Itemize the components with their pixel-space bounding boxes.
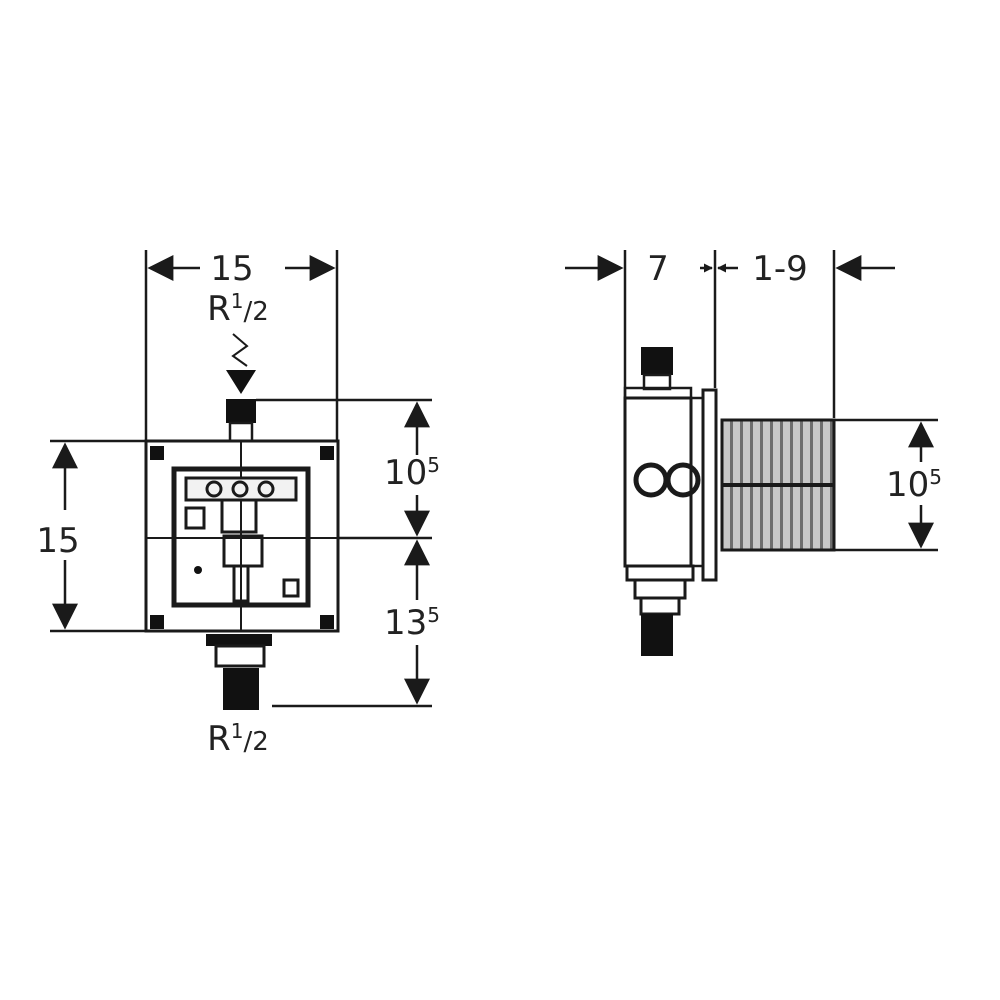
lower-dimension-sup: 5 (427, 603, 440, 627)
side-bottom-pipe (641, 614, 673, 656)
bottom-connector-flange (206, 634, 272, 646)
side-projection-label: 1-9 (752, 249, 808, 289)
side-depth-label: 7 (647, 249, 669, 289)
indicator-dot (194, 566, 202, 574)
front-width-label: 15 (210, 249, 253, 289)
corner-screw-tr (320, 446, 334, 460)
side-bracket-left (184, 506, 206, 530)
upper-dimension-base: 10 (384, 453, 427, 493)
bottom-connector-pipe (223, 668, 259, 710)
side-bottom-collar (625, 564, 695, 582)
bottom-connection-sup: 1 (231, 719, 244, 743)
corner-screw-br (320, 615, 334, 629)
valve-knob-2 (231, 480, 249, 498)
side-top-cap (641, 347, 673, 375)
front-view (50, 250, 432, 710)
top-connector-neck (228, 421, 254, 443)
side-bracket-right (282, 578, 300, 598)
top-connection-label: R1/2 (207, 289, 269, 329)
valve-spindle (232, 564, 250, 603)
upper-dimension-sup: 5 (427, 453, 440, 477)
valve-knob-3 (257, 480, 275, 498)
top-connection-prefix: R (207, 289, 231, 329)
side-bottom-ring (639, 596, 681, 616)
bottom-connection-prefix: R (207, 719, 231, 759)
valve-stem (220, 498, 258, 534)
corner-screw-tl (150, 446, 164, 460)
bottom-connection-suffix: /2 (244, 727, 269, 757)
upper-dimension-label: 105 (384, 453, 440, 493)
inner-frame (171, 466, 311, 608)
lower-dimension-base: 13 (384, 603, 427, 643)
bottom-connector-nut (214, 644, 266, 668)
side-height-sup: 5 (929, 465, 942, 489)
side-port-1 (633, 462, 669, 498)
side-view (565, 250, 938, 656)
top-connection-sup: 1 (231, 289, 244, 313)
valve-cylinder (222, 534, 264, 568)
side-port-2 (665, 462, 701, 498)
flow-arrow-head (226, 370, 256, 394)
valve-knob-1 (205, 480, 223, 498)
flow-indicator (231, 333, 249, 367)
lower-dimension-label: 135 (384, 603, 440, 643)
mounting-plate (701, 388, 718, 582)
side-height-label: 105 (886, 465, 942, 505)
top-connection-suffix: /2 (244, 297, 269, 327)
side-height-base: 10 (886, 465, 929, 505)
top-connector (226, 399, 256, 423)
side-bottom-nut (633, 578, 687, 600)
bottom-connection-label: R1/2 (207, 719, 269, 759)
front-height-label: 15 (36, 521, 79, 561)
corner-screw-bl (150, 615, 164, 629)
